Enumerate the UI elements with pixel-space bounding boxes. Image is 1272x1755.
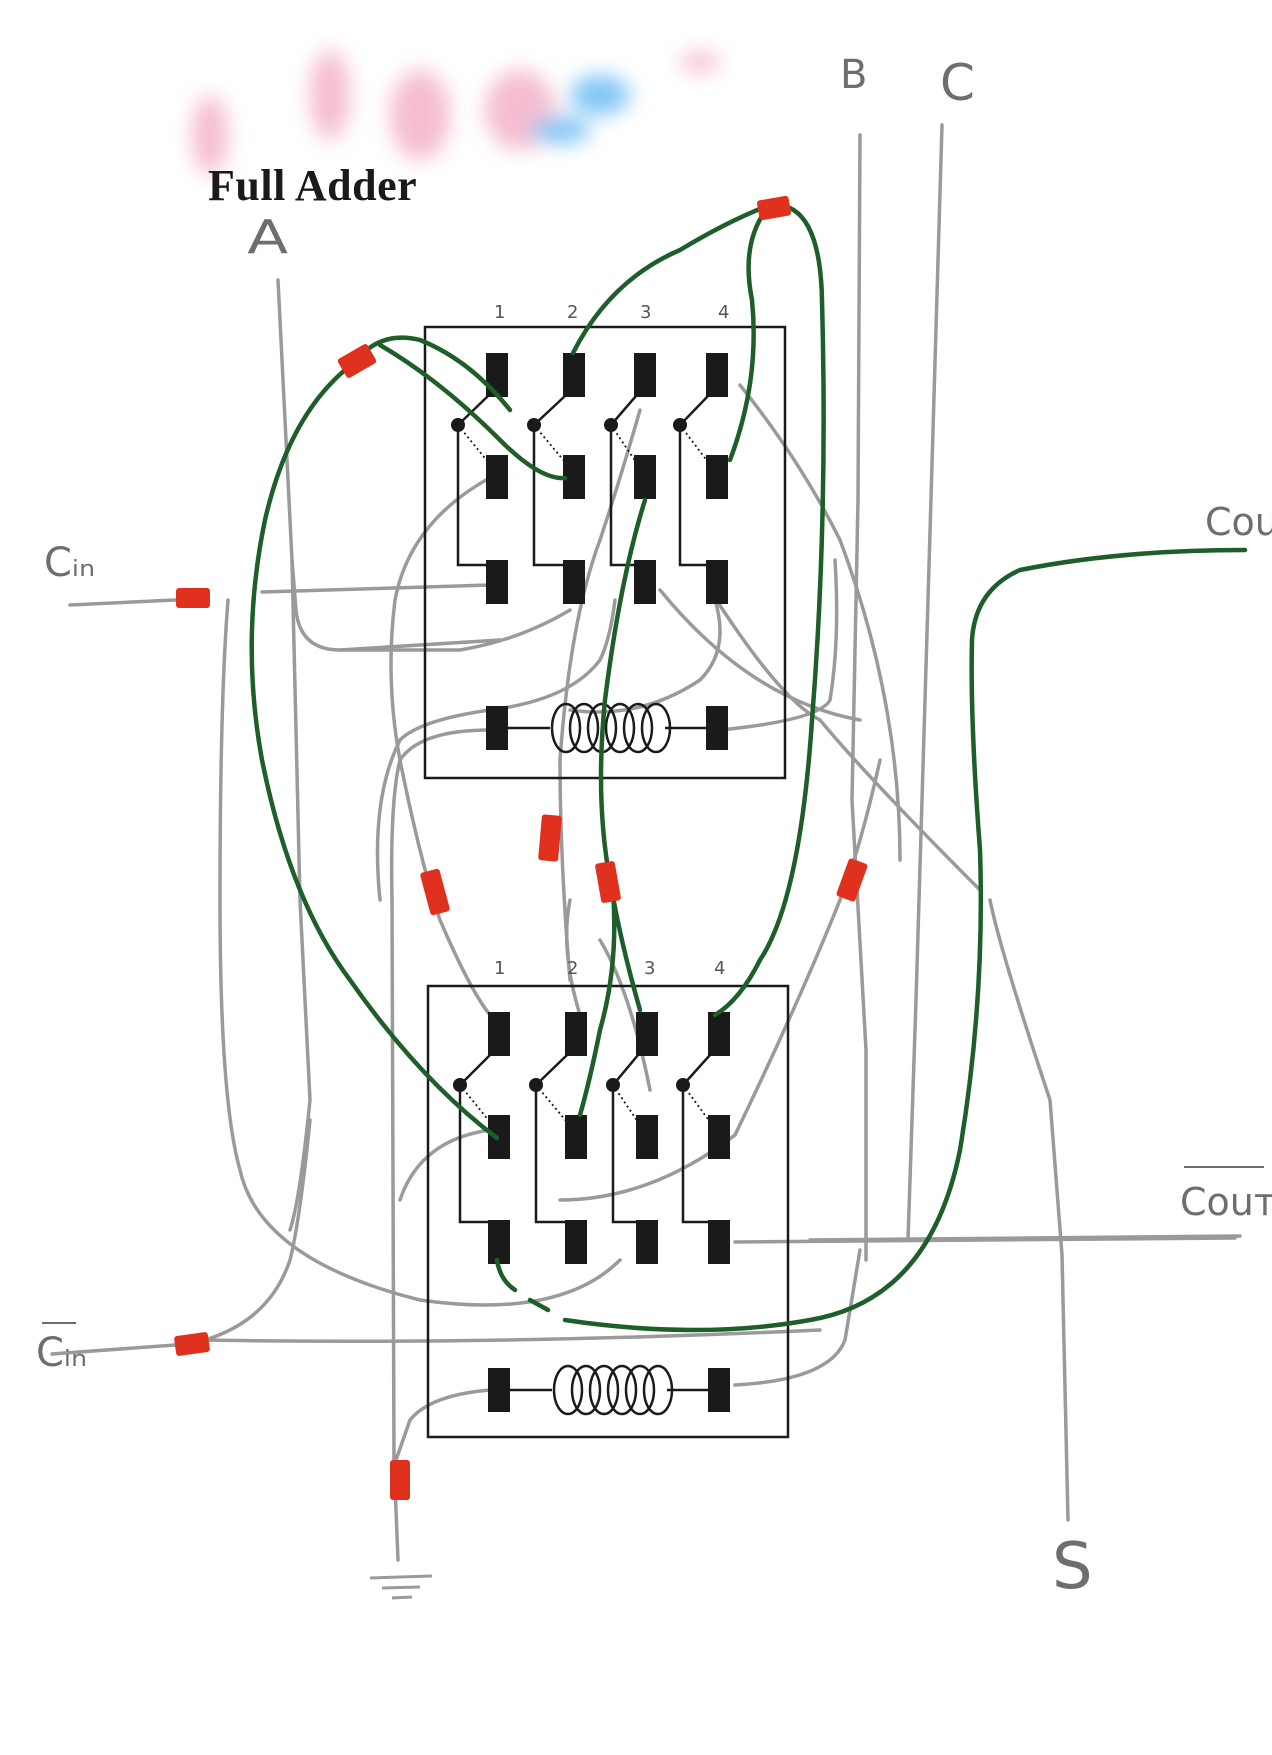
wire-top-loop-3 <box>375 598 617 902</box>
ink-smudge <box>192 50 720 175</box>
connector-2 <box>756 195 792 221</box>
connector-ground <box>390 1460 410 1500</box>
connector-4 <box>595 861 621 903</box>
wire-cout-right <box>808 1234 1242 1242</box>
wire-bot-1 <box>398 1128 492 1202</box>
cin-overbar <box>42 1322 76 1324</box>
label-s: S <box>1052 1530 1093 1604</box>
wire-s-up <box>988 898 1064 1257</box>
green-mid-1 <box>598 497 648 1013</box>
pin-label: 4 <box>718 302 730 323</box>
wire-top-coil-return <box>389 728 492 1462</box>
page-title: Full Adder <box>208 161 418 210</box>
relay-bottom <box>426 984 790 1439</box>
wire-mid-1 <box>564 898 582 1017</box>
pin-label: 3 <box>644 958 656 979</box>
connector-cinbar <box>174 1332 210 1356</box>
green-top-1 <box>352 335 513 413</box>
wire-cinbar-3 <box>203 1328 822 1343</box>
wire-a-lower <box>288 558 312 1232</box>
wire-top-right <box>718 558 839 732</box>
wire-cinbar <box>50 1343 177 1356</box>
green-top-2 <box>377 342 568 481</box>
green-bot-stub <box>494 1257 518 1293</box>
ground-symbol <box>369 1574 433 1600</box>
wire-a <box>276 278 502 652</box>
pin-label: 2 <box>567 958 579 979</box>
green-inner-loop <box>727 202 773 463</box>
wire-mid-3 <box>733 758 882 1137</box>
wire-diag-1 <box>738 383 902 862</box>
wire-top-loop-5 <box>568 598 722 714</box>
pencil-wires <box>50 123 1242 1562</box>
green-loop-left <box>249 359 500 1141</box>
pin-label: 3 <box>640 302 652 323</box>
label-a: A <box>247 210 289 264</box>
label-c: C <box>940 54 975 112</box>
wire-cin-2 <box>260 583 492 594</box>
coil-bottom <box>552 1364 674 1416</box>
wire-diag-2 <box>708 588 982 892</box>
wire-bot-3 <box>733 1248 862 1387</box>
wire-s <box>1060 1253 1070 1522</box>
red-connectors <box>174 195 868 1500</box>
green-bot-stub-2 <box>527 1297 551 1313</box>
connector-5 <box>420 868 450 916</box>
wire-c <box>906 123 944 1242</box>
wire-mid-2 <box>598 938 652 1092</box>
connector-3 <box>538 814 562 862</box>
wire-cin <box>68 598 177 607</box>
connector-cin <box>176 588 210 608</box>
wire-cin-down <box>218 598 622 1307</box>
wire-b <box>850 133 868 1262</box>
pin-label: 1 <box>494 958 506 979</box>
green-wires <box>249 202 1248 1333</box>
wire-top-loop-1 <box>389 473 497 1017</box>
pin-label: 2 <box>567 302 579 323</box>
pin-label: 1 <box>494 302 506 323</box>
connector-1 <box>337 344 377 378</box>
wire-diag-3 <box>658 588 862 722</box>
label-cin: Cᵢₙ <box>44 540 96 586</box>
pin-label: 4 <box>714 958 726 979</box>
label-cin-bar: Cᵢₙ <box>36 1330 88 1376</box>
label-cout: Cou <box>1205 500 1272 544</box>
green-top-arc <box>570 202 773 356</box>
cout-overbar <box>1184 1166 1264 1168</box>
wire-cinbar-2 <box>203 1118 312 1342</box>
wire-top-loop-4 <box>338 608 572 652</box>
green-cout <box>562 547 1248 1333</box>
connector-6 <box>836 858 868 902</box>
label-b: B <box>840 52 868 98</box>
wire-coil-bot <box>394 1388 492 1462</box>
wire-top-loop-2 <box>558 408 642 982</box>
green-mid-2 <box>577 877 617 1118</box>
green-right-loop <box>712 202 826 1018</box>
relay-top <box>423 325 787 780</box>
label-cout-bar: Couт <box>1180 1180 1272 1224</box>
